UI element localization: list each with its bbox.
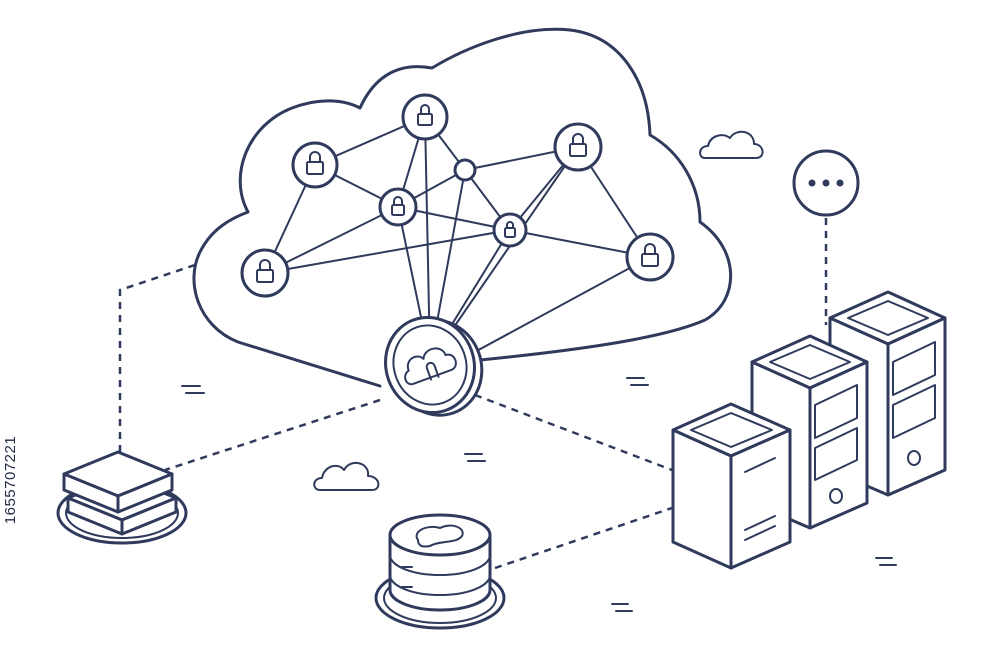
lock-node: [401, 93, 449, 141]
lock-node: [492, 212, 528, 248]
dot-icon: [836, 179, 844, 187]
dashed-connections: [118, 218, 828, 570]
dot-icon: [822, 179, 830, 187]
small-cloud-icon: [699, 130, 764, 159]
lock-node: [240, 248, 290, 298]
lock-node: [625, 232, 675, 282]
dashed-link-cloud-to-block: [118, 263, 196, 455]
main-cloud-icon: [192, 27, 733, 388]
lock-icon: [425, 361, 440, 381]
chat-bubble: [792, 149, 860, 217]
database-icon: [374, 513, 506, 630]
cloud-icon: [404, 347, 457, 386]
network-node: [453, 158, 477, 182]
lock-node: [291, 141, 339, 189]
dot-icon: [808, 179, 816, 187]
dashed-link-hub-to-block: [164, 398, 381, 472]
dashed-link-hub-to-server: [474, 393, 673, 472]
dashed-link-database-to-server: [494, 506, 673, 570]
small-cloud-icon: [313, 461, 380, 491]
server-tower: [671, 402, 792, 570]
lock-node: [378, 187, 418, 227]
lock-node: [553, 122, 603, 172]
decorative-dashes: [181, 377, 897, 612]
cloud-lock-hub: [384, 315, 484, 417]
stock-id-label: 1655707221: [2, 435, 19, 525]
server-rack: [671, 290, 947, 570]
stacked-blocks-platform: [56, 450, 188, 545]
